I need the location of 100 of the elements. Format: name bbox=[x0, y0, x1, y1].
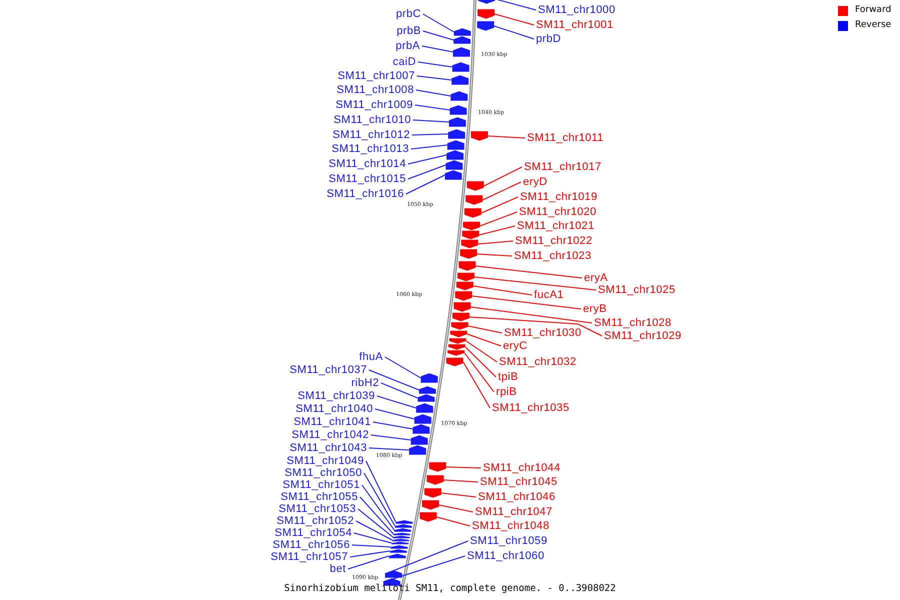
leader-line bbox=[436, 516, 470, 526]
caption: Sinorhizobium meliloti SM11, complete genome. - 0..3908022 bbox=[284, 583, 616, 594]
gene-block bbox=[460, 249, 478, 259]
gene-label: SM11_chr1017 bbox=[524, 161, 602, 173]
leader-line bbox=[440, 492, 476, 498]
gene-block bbox=[446, 358, 464, 366]
gene-block bbox=[396, 520, 413, 524]
gene-block bbox=[451, 322, 468, 330]
gene-block bbox=[446, 160, 463, 170]
gene-block bbox=[454, 302, 471, 312]
leader-line bbox=[476, 254, 512, 256]
gene-block bbox=[385, 570, 402, 578]
gene-label: SM11_chr1049 bbox=[286, 455, 364, 467]
gene-block bbox=[414, 414, 432, 424]
gene-block bbox=[429, 462, 446, 472]
leader-line bbox=[382, 556, 466, 582]
leader-line bbox=[408, 154, 447, 164]
leader-line bbox=[350, 550, 390, 558]
leader-line bbox=[384, 540, 468, 574]
gene-block bbox=[464, 208, 482, 218]
gene-block bbox=[454, 28, 471, 36]
gene-label: SM11_chr1042 bbox=[292, 429, 369, 441]
gene-label: SM11_chr1013 bbox=[332, 143, 409, 155]
gene-label: SM11_chr1032 bbox=[499, 356, 576, 368]
gene-label: SM11_chr1001 bbox=[536, 19, 614, 31]
gene-label: SM11_chr1053 bbox=[278, 503, 356, 515]
gene-label: SM11_chr1047 bbox=[475, 506, 552, 518]
gene-label: eryA bbox=[584, 272, 608, 284]
leader-line bbox=[422, 14, 454, 32]
gene-label: SM11_chr1012 bbox=[332, 129, 410, 141]
gene-block bbox=[416, 403, 434, 413]
gene-label: SM11_chr1052 bbox=[276, 515, 354, 527]
gene-block bbox=[447, 140, 464, 150]
gene-block bbox=[457, 272, 474, 282]
gene-block bbox=[452, 75, 469, 85]
gene-block bbox=[412, 424, 430, 434]
gene-block bbox=[394, 528, 412, 532]
leader-line bbox=[412, 120, 450, 122]
leader-line bbox=[348, 556, 390, 570]
leader-line bbox=[494, 0, 536, 10]
gene-label: SM11_chr1023 bbox=[514, 250, 592, 262]
gene-block bbox=[388, 554, 406, 558]
leader-line bbox=[478, 226, 516, 236]
gene-label: SM11_chr1050 bbox=[284, 467, 362, 479]
gene-block bbox=[478, 9, 495, 19]
gene-block bbox=[392, 536, 410, 538]
gene-label: eryD bbox=[523, 176, 548, 188]
leader-line bbox=[408, 164, 446, 180]
gene-block bbox=[418, 386, 436, 394]
legend-label: Forward bbox=[855, 5, 892, 16]
gene-block bbox=[478, 0, 496, 4]
gene-label: SM11_chr1022 bbox=[515, 235, 592, 247]
gene-block bbox=[452, 312, 470, 322]
gene-label: SM11_chr1030 bbox=[504, 327, 582, 339]
gene-label: tpiB bbox=[498, 371, 518, 383]
leader-line bbox=[372, 422, 414, 430]
gene-block bbox=[409, 445, 426, 455]
leader-line bbox=[466, 340, 498, 362]
gene-block bbox=[390, 545, 408, 549]
gene-block bbox=[463, 222, 480, 230]
gene-label: SM11_chr1008 bbox=[336, 84, 414, 96]
leader-line bbox=[443, 480, 478, 482]
gene-label: prbA bbox=[396, 40, 420, 52]
gene-label: bet bbox=[330, 563, 346, 575]
gene-label: SM11_chr1016 bbox=[326, 188, 404, 200]
gene-label: SM11_chr1007 bbox=[338, 70, 415, 82]
leader-line bbox=[368, 448, 410, 450]
gene-block bbox=[392, 542, 409, 544]
leader-line bbox=[470, 306, 592, 324]
leader-line bbox=[366, 460, 396, 522]
leader-line bbox=[422, 30, 454, 40]
gene-label: fucA1 bbox=[534, 289, 564, 301]
leader-line bbox=[358, 508, 394, 538]
gene-block bbox=[448, 129, 466, 139]
gene-label: SM11_chr1059 bbox=[470, 535, 548, 547]
gene-label: SM11_chr1020 bbox=[519, 206, 596, 218]
leader-line bbox=[410, 144, 448, 150]
gene-label: SM11_chr1046 bbox=[478, 491, 556, 503]
leader-line bbox=[374, 408, 415, 420]
leader-line bbox=[438, 504, 474, 512]
leader-line bbox=[494, 26, 534, 40]
leader-line bbox=[464, 346, 496, 378]
gene-label: eryB bbox=[583, 303, 607, 315]
gene-label: SM11_chr1044 bbox=[483, 462, 560, 474]
gene-label: SM11_chr1057 bbox=[270, 551, 348, 563]
leader-line bbox=[376, 396, 417, 408]
gene-label: SM11_chr1015 bbox=[328, 173, 406, 185]
leader-line bbox=[360, 496, 394, 534]
gene-block bbox=[390, 549, 407, 553]
leader-line bbox=[478, 240, 514, 244]
gene-block bbox=[426, 475, 444, 485]
gene-block bbox=[393, 532, 410, 536]
leader-line bbox=[488, 136, 526, 138]
leader-line bbox=[422, 46, 454, 52]
leader-line bbox=[414, 104, 450, 110]
gene-block bbox=[452, 62, 470, 72]
gene-label: ribH2 bbox=[351, 377, 379, 389]
gene-block bbox=[420, 373, 438, 383]
gene-label: SM11_chr1000 bbox=[538, 4, 616, 16]
leader-line bbox=[472, 286, 532, 296]
